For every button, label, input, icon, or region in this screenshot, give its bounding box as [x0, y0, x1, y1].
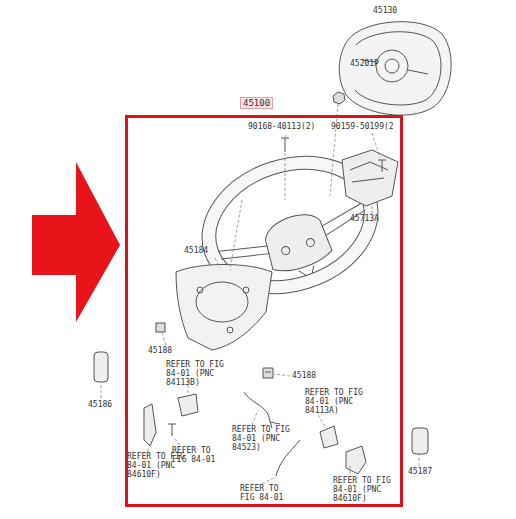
assembly-number: 45100 — [240, 97, 273, 109]
wire-harness — [244, 392, 280, 428]
assembly-frame: 45100 — [125, 115, 403, 507]
callout-label: REFER TO FIG 84-01 (PNC 84610F) — [333, 476, 397, 503]
callout-label: 45201P — [350, 59, 390, 68]
pad — [412, 428, 428, 454]
screw — [168, 424, 176, 436]
callout-label: 45184 — [184, 246, 224, 255]
nut — [333, 92, 345, 104]
spoke-cover — [342, 150, 398, 206]
leader-lines — [101, 104, 419, 484]
paddle-switch — [346, 446, 366, 474]
bolt — [263, 368, 273, 378]
switch — [178, 394, 198, 416]
callout-label: 45187 — [408, 467, 448, 476]
callout-label: REFER TO FIG 84-01 (PNC 84113A) — [305, 388, 369, 415]
callout-label: REFER TO FIG 84-01 (PNC 84113B) — [166, 360, 230, 387]
screw — [378, 160, 386, 172]
callout-label: 45188 — [148, 346, 188, 355]
wire-harness — [276, 440, 300, 476]
paddle-switch — [144, 404, 156, 446]
callout-label: 45186 — [88, 400, 128, 409]
callout-label: 45130 — [373, 6, 413, 15]
pointer-arrow — [32, 162, 120, 322]
screw — [281, 138, 289, 152]
switch — [320, 426, 338, 448]
callout-label: 45713A — [350, 214, 390, 223]
callout-label: 90159-50199(2 — [331, 122, 401, 131]
callout-label: REFER TO FIG 84-01 — [240, 484, 290, 502]
callout-label: REFER TO FIG 84-01 — [172, 446, 222, 464]
airbag-module — [339, 22, 451, 115]
bolt — [156, 323, 165, 332]
lower-cover — [176, 265, 272, 351]
pad — [94, 352, 108, 382]
callout-label: 90168-40113(2) — [248, 122, 328, 131]
callout-label: REFER TO FIG 84-01 (PNC 84523) — [232, 425, 296, 452]
callout-label: 45188 — [292, 371, 332, 380]
